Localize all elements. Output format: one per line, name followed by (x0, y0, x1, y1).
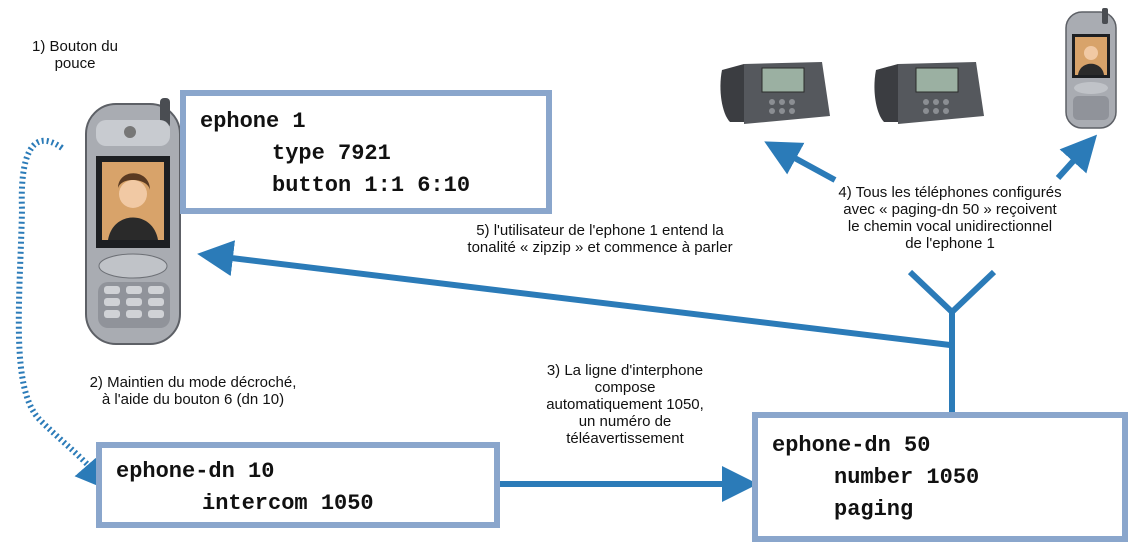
ephone-line-1: ephone 1 (200, 109, 306, 134)
ephone-dn-10-box: ephone-dn 10 intercom 1050 (96, 442, 500, 528)
dn10-line-1: ephone-dn 10 (116, 459, 275, 484)
ephone-dn-50-box: ephone-dn 50 number 1050 paging (752, 412, 1128, 542)
step-4-label: 4) Tous les téléphones configurés avec «… (838, 184, 1062, 252)
wireless-phone-icon (1065, 8, 1117, 129)
wireless-phone-icon (85, 98, 181, 345)
desk-phone-icon (874, 62, 984, 124)
ephone-line-3: button 1:1 6:10 (272, 173, 471, 198)
dn50-line-1: ephone-dn 50 (772, 433, 931, 458)
dn50-line-2: number 1050 (834, 465, 980, 490)
step-5-label: 5) l'utilisateur de l'ephone 1 entend la… (467, 222, 733, 256)
ephone-1-box: ephone 1 type 7921 button 1:1 6:10 (180, 90, 552, 214)
step-1-label: 1) Bouton du pouce (32, 38, 118, 72)
step-2-label: 2) Maintien du mode décroché, à l'aide d… (89, 374, 297, 408)
desk-phone-icon (720, 62, 830, 124)
step-3-label: 3) La ligne d'interphone compose automat… (546, 362, 704, 447)
dn50-line-3: paging (834, 497, 914, 522)
arrow-to-handset (1055, 134, 1098, 181)
dn10-line-2: intercom 1050 (202, 491, 374, 516)
y-right (949, 269, 997, 315)
y-left (907, 269, 955, 315)
curved-arrow (15, 137, 112, 492)
arrow-to-desk-phones (764, 141, 837, 183)
ephone-line-2: type 7921 (272, 141, 391, 166)
arrow-to-ephone1 (197, 240, 951, 348)
